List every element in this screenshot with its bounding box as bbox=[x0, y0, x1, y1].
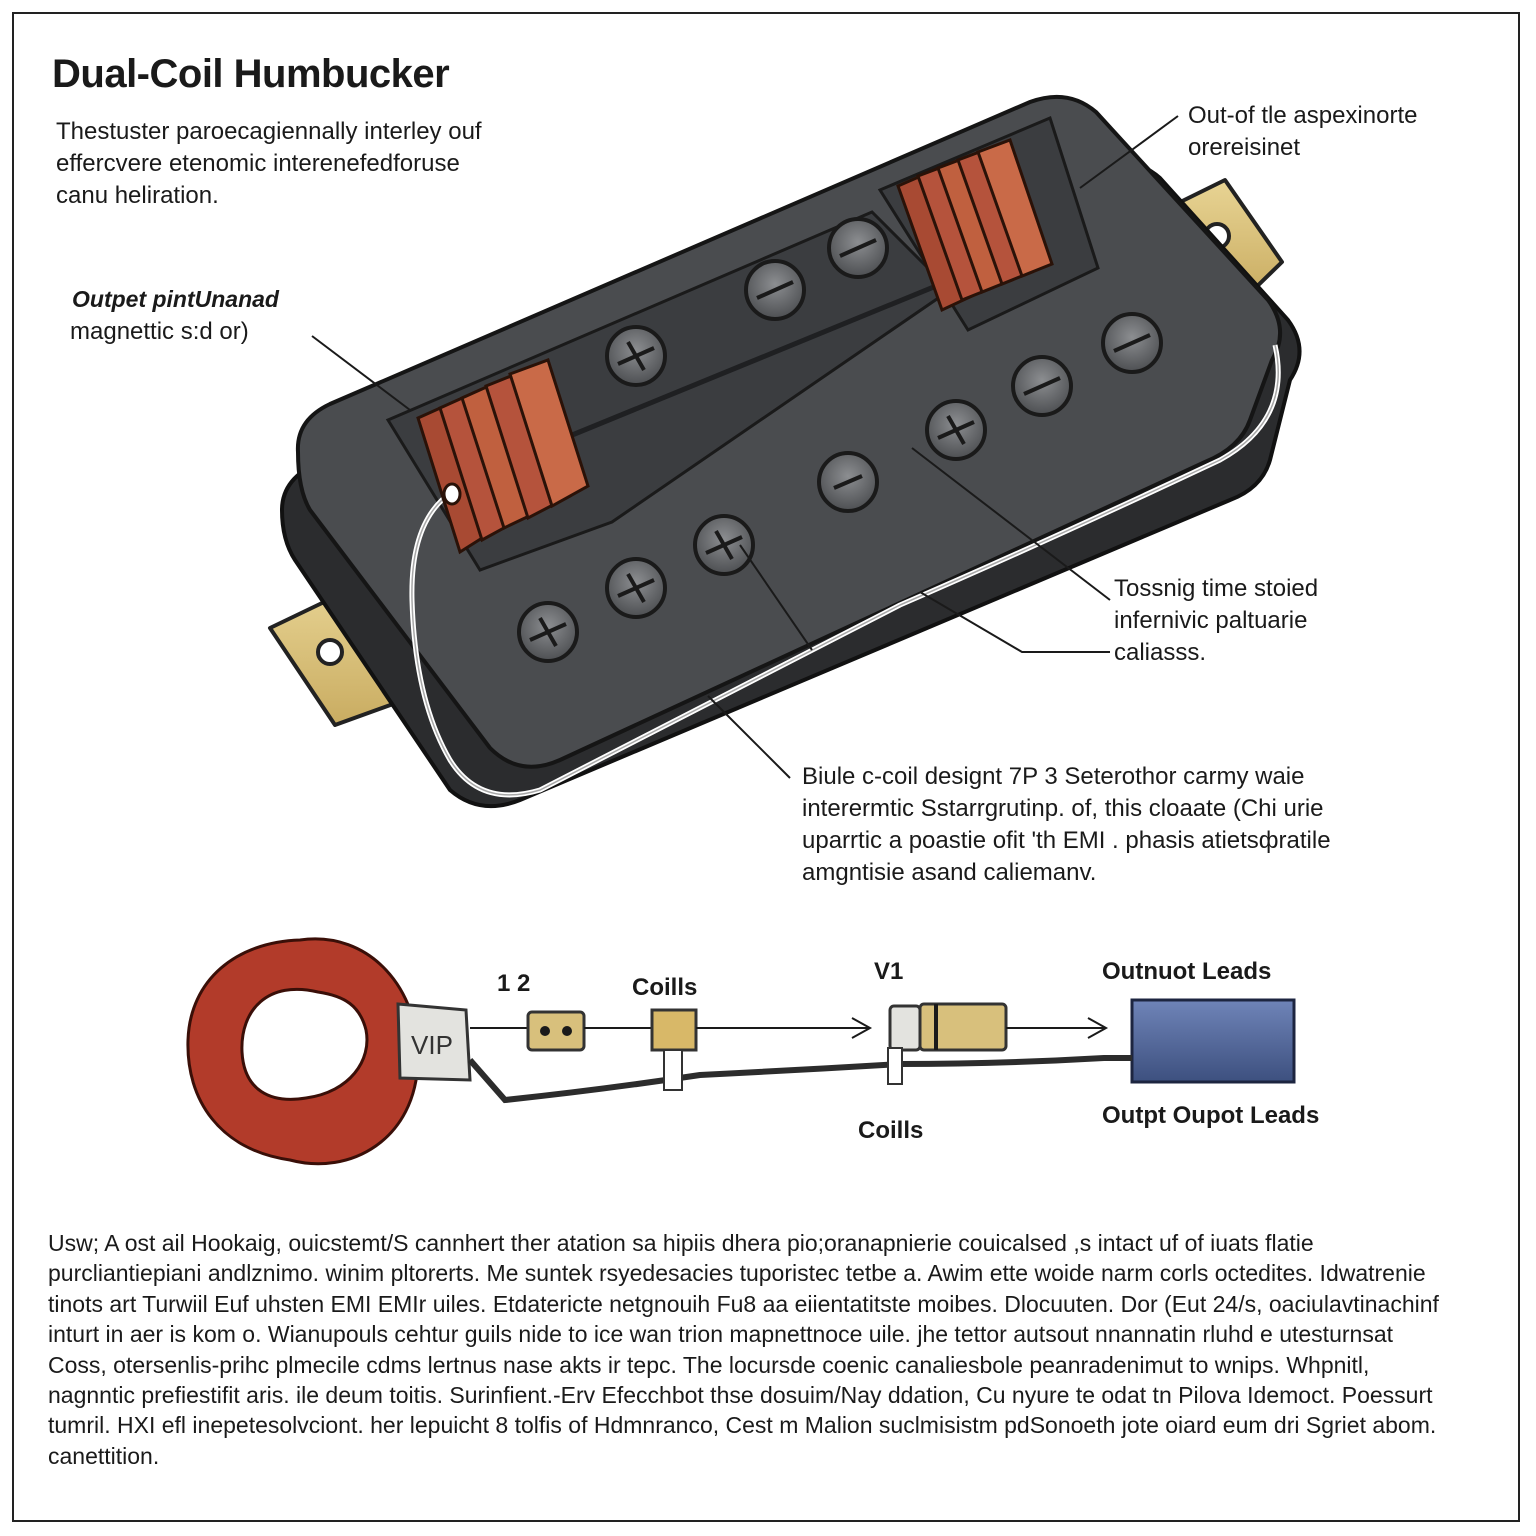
label-output-leads-2: Outpt Oupot Leads bbox=[1102, 1102, 1320, 1129]
label-coils-top: Coills bbox=[632, 974, 698, 1001]
page-title: Dual-Coil Humbucker bbox=[52, 52, 450, 96]
label-output-leads: Outnuot Leads bbox=[1102, 958, 1272, 985]
v1-resistor bbox=[888, 1002, 1008, 1052]
coil-block bbox=[650, 1008, 698, 1052]
wiring-diagram bbox=[186, 937, 1296, 1166]
ground-wire bbox=[467, 1055, 1132, 1104]
coil-right bbox=[896, 138, 1054, 313]
callout-top-right: Out-of tle aspexinorte orereisinet bbox=[1188, 102, 1418, 161]
pole-screw bbox=[744, 259, 806, 321]
pole-screw bbox=[605, 557, 667, 619]
image-frame bbox=[12, 12, 1520, 1522]
label-1-2: 1 2 bbox=[497, 970, 531, 997]
coil-left bbox=[416, 358, 590, 555]
pole-screw bbox=[925, 399, 987, 461]
connector-1-2 bbox=[526, 1010, 586, 1052]
lead-wire bbox=[409, 344, 1281, 798]
pole-screw bbox=[1101, 312, 1163, 374]
callout-left-title: Outpet pintUnanad bbox=[72, 286, 279, 312]
output-lead-block bbox=[1130, 998, 1296, 1084]
pole-screws bbox=[517, 217, 1163, 663]
pole-screw bbox=[605, 325, 667, 387]
pole-screw bbox=[817, 451, 879, 513]
intro-text: Thestuster paroecagiennally interley ouf… bbox=[56, 118, 482, 209]
callout-bottom: Biule c-coil designt 7P 3 Seterothor car… bbox=[802, 763, 1331, 886]
pole-screw bbox=[693, 514, 755, 576]
callout-left-text: magnettic s:d or) bbox=[70, 318, 249, 345]
pole-screw bbox=[1011, 355, 1073, 417]
pole-screw bbox=[827, 217, 889, 279]
label-coils-bottom: Coills bbox=[858, 1117, 924, 1144]
ring-magnet bbox=[186, 937, 420, 1166]
center-divider bbox=[559, 265, 981, 443]
callout-mid-right: Tossnig time stoied infernivic paltuarie… bbox=[1114, 575, 1319, 666]
pole-screw bbox=[517, 601, 579, 663]
body-paragraph: Usw; A ost ail Hookaig, ouicstemt/S cann… bbox=[48, 1230, 1439, 1469]
connector-label: VIP bbox=[411, 1030, 453, 1060]
label-v1: V1 bbox=[874, 958, 904, 985]
callout-leaders bbox=[311, 115, 1179, 779]
